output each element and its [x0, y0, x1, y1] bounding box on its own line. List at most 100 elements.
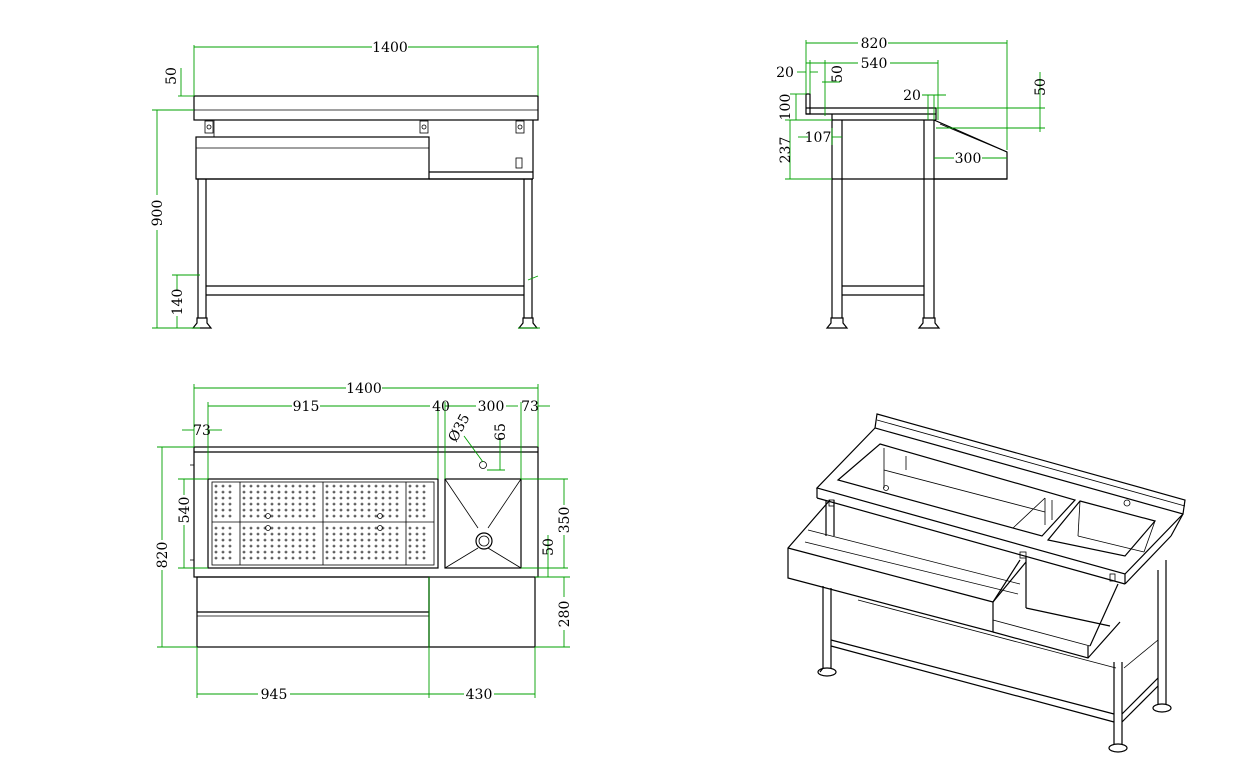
front-view-dimensions	[152, 45, 539, 329]
perforation-hole	[374, 526, 378, 530]
perforation-hole	[277, 538, 281, 542]
perforation-hole	[284, 550, 288, 554]
perforation-hole	[312, 526, 316, 530]
perforation-hole	[270, 484, 274, 488]
perforation-hole	[270, 544, 274, 548]
perforation-hole	[263, 532, 267, 536]
top-margin-left-label: 73	[193, 423, 211, 439]
perforation-hole	[214, 496, 218, 500]
perforation-hole	[415, 526, 419, 530]
perforation-hole	[388, 532, 392, 536]
perforation-hole	[415, 544, 419, 548]
perforation-hole	[249, 550, 253, 554]
perforation-hole	[332, 508, 336, 512]
perforation-hole	[360, 556, 364, 560]
perforation-hole	[305, 526, 309, 530]
perforation-hole	[346, 502, 350, 506]
perforation-hole	[263, 484, 267, 488]
perforation-hole	[395, 544, 399, 548]
perforation-hole	[249, 538, 253, 542]
perforation-hole	[332, 496, 336, 500]
perforation-hole	[291, 550, 295, 554]
perforation-hole	[367, 532, 371, 536]
perforation-hole	[395, 496, 399, 500]
perforation-hole	[249, 484, 253, 488]
perforation-hole	[395, 490, 399, 494]
perforation-hole	[214, 526, 218, 530]
perforation-hole	[284, 526, 288, 530]
front-width-label: 1400	[372, 40, 408, 56]
perforation-hole	[263, 490, 267, 494]
perforation-hole	[284, 556, 288, 560]
perforation-hole	[325, 556, 329, 560]
perforation-hole	[291, 484, 295, 488]
front-top-thickness-label: 50	[164, 67, 180, 85]
perforation-hole	[339, 502, 343, 506]
perforation-hole	[346, 508, 350, 512]
perforation-hole	[388, 514, 392, 518]
perforation-hole	[284, 484, 288, 488]
perforation-hole	[346, 544, 350, 548]
perforation-hole	[388, 556, 392, 560]
perforation-hole	[339, 532, 343, 536]
perforation-hole	[298, 502, 302, 506]
perforation-hole	[249, 526, 253, 530]
perforation-hole	[388, 484, 392, 488]
perforation-hole	[263, 538, 267, 542]
top-sink-depth-label: 350	[557, 507, 573, 534]
perforation-hole	[298, 544, 302, 548]
perforation-hole	[408, 508, 412, 512]
top-overall-depth-label: 820	[155, 542, 171, 569]
perforation-hole	[346, 496, 350, 500]
perforation-hole	[395, 556, 399, 560]
perforation-hole	[312, 544, 316, 548]
isometric-view	[787, 413, 1186, 753]
perforation-hole	[242, 484, 246, 488]
perforation-hole	[277, 514, 281, 518]
perforation-hole	[284, 496, 288, 500]
perforation-hole	[346, 538, 350, 542]
top-width-label: 1400	[346, 381, 382, 397]
perforation-hole	[291, 532, 295, 536]
perforation-hole	[422, 496, 426, 500]
perforation-hole	[388, 508, 392, 512]
perforation-hole	[228, 490, 232, 494]
perforation-hole	[214, 544, 218, 548]
perforation-hole	[242, 496, 246, 500]
top-drain-offset-label: 50	[541, 538, 557, 556]
perforation-hole	[305, 508, 309, 512]
perforation-hole	[221, 496, 225, 500]
perforation-hole	[395, 538, 399, 542]
perforation-hole	[422, 532, 426, 536]
top-gap-label: 40	[432, 399, 450, 415]
perforation-hole	[305, 544, 309, 548]
perforation-hole	[242, 502, 246, 506]
perforation-hole	[298, 514, 302, 518]
perforation-hole	[367, 496, 371, 500]
perforation-hole	[374, 544, 378, 548]
perforation-hole	[353, 502, 357, 506]
perforation-hole	[284, 502, 288, 506]
perforation-hole	[388, 502, 392, 506]
perforation-hole	[395, 514, 399, 518]
perforation-hole	[395, 526, 399, 530]
side-upstand-top-label: 50	[830, 65, 846, 83]
top-tap-offset-label: 65	[493, 423, 509, 441]
perforation-hole	[221, 484, 225, 488]
perforation-hole	[221, 544, 225, 548]
perforation-hole	[415, 490, 419, 494]
perforation-hole	[256, 544, 260, 548]
perforation-hole	[221, 514, 225, 518]
perforation-hole	[367, 502, 371, 506]
perforation-hole	[360, 490, 364, 494]
top-view	[190, 446, 539, 648]
perforation-hole	[284, 514, 288, 518]
perforation-hole	[291, 508, 295, 512]
perforation-hole	[214, 538, 218, 542]
perforation-hole	[298, 526, 302, 530]
perforation-hole	[263, 514, 267, 518]
perforation-hole	[339, 514, 343, 518]
perforation-hole	[242, 538, 246, 542]
perforation-hole	[221, 532, 225, 536]
